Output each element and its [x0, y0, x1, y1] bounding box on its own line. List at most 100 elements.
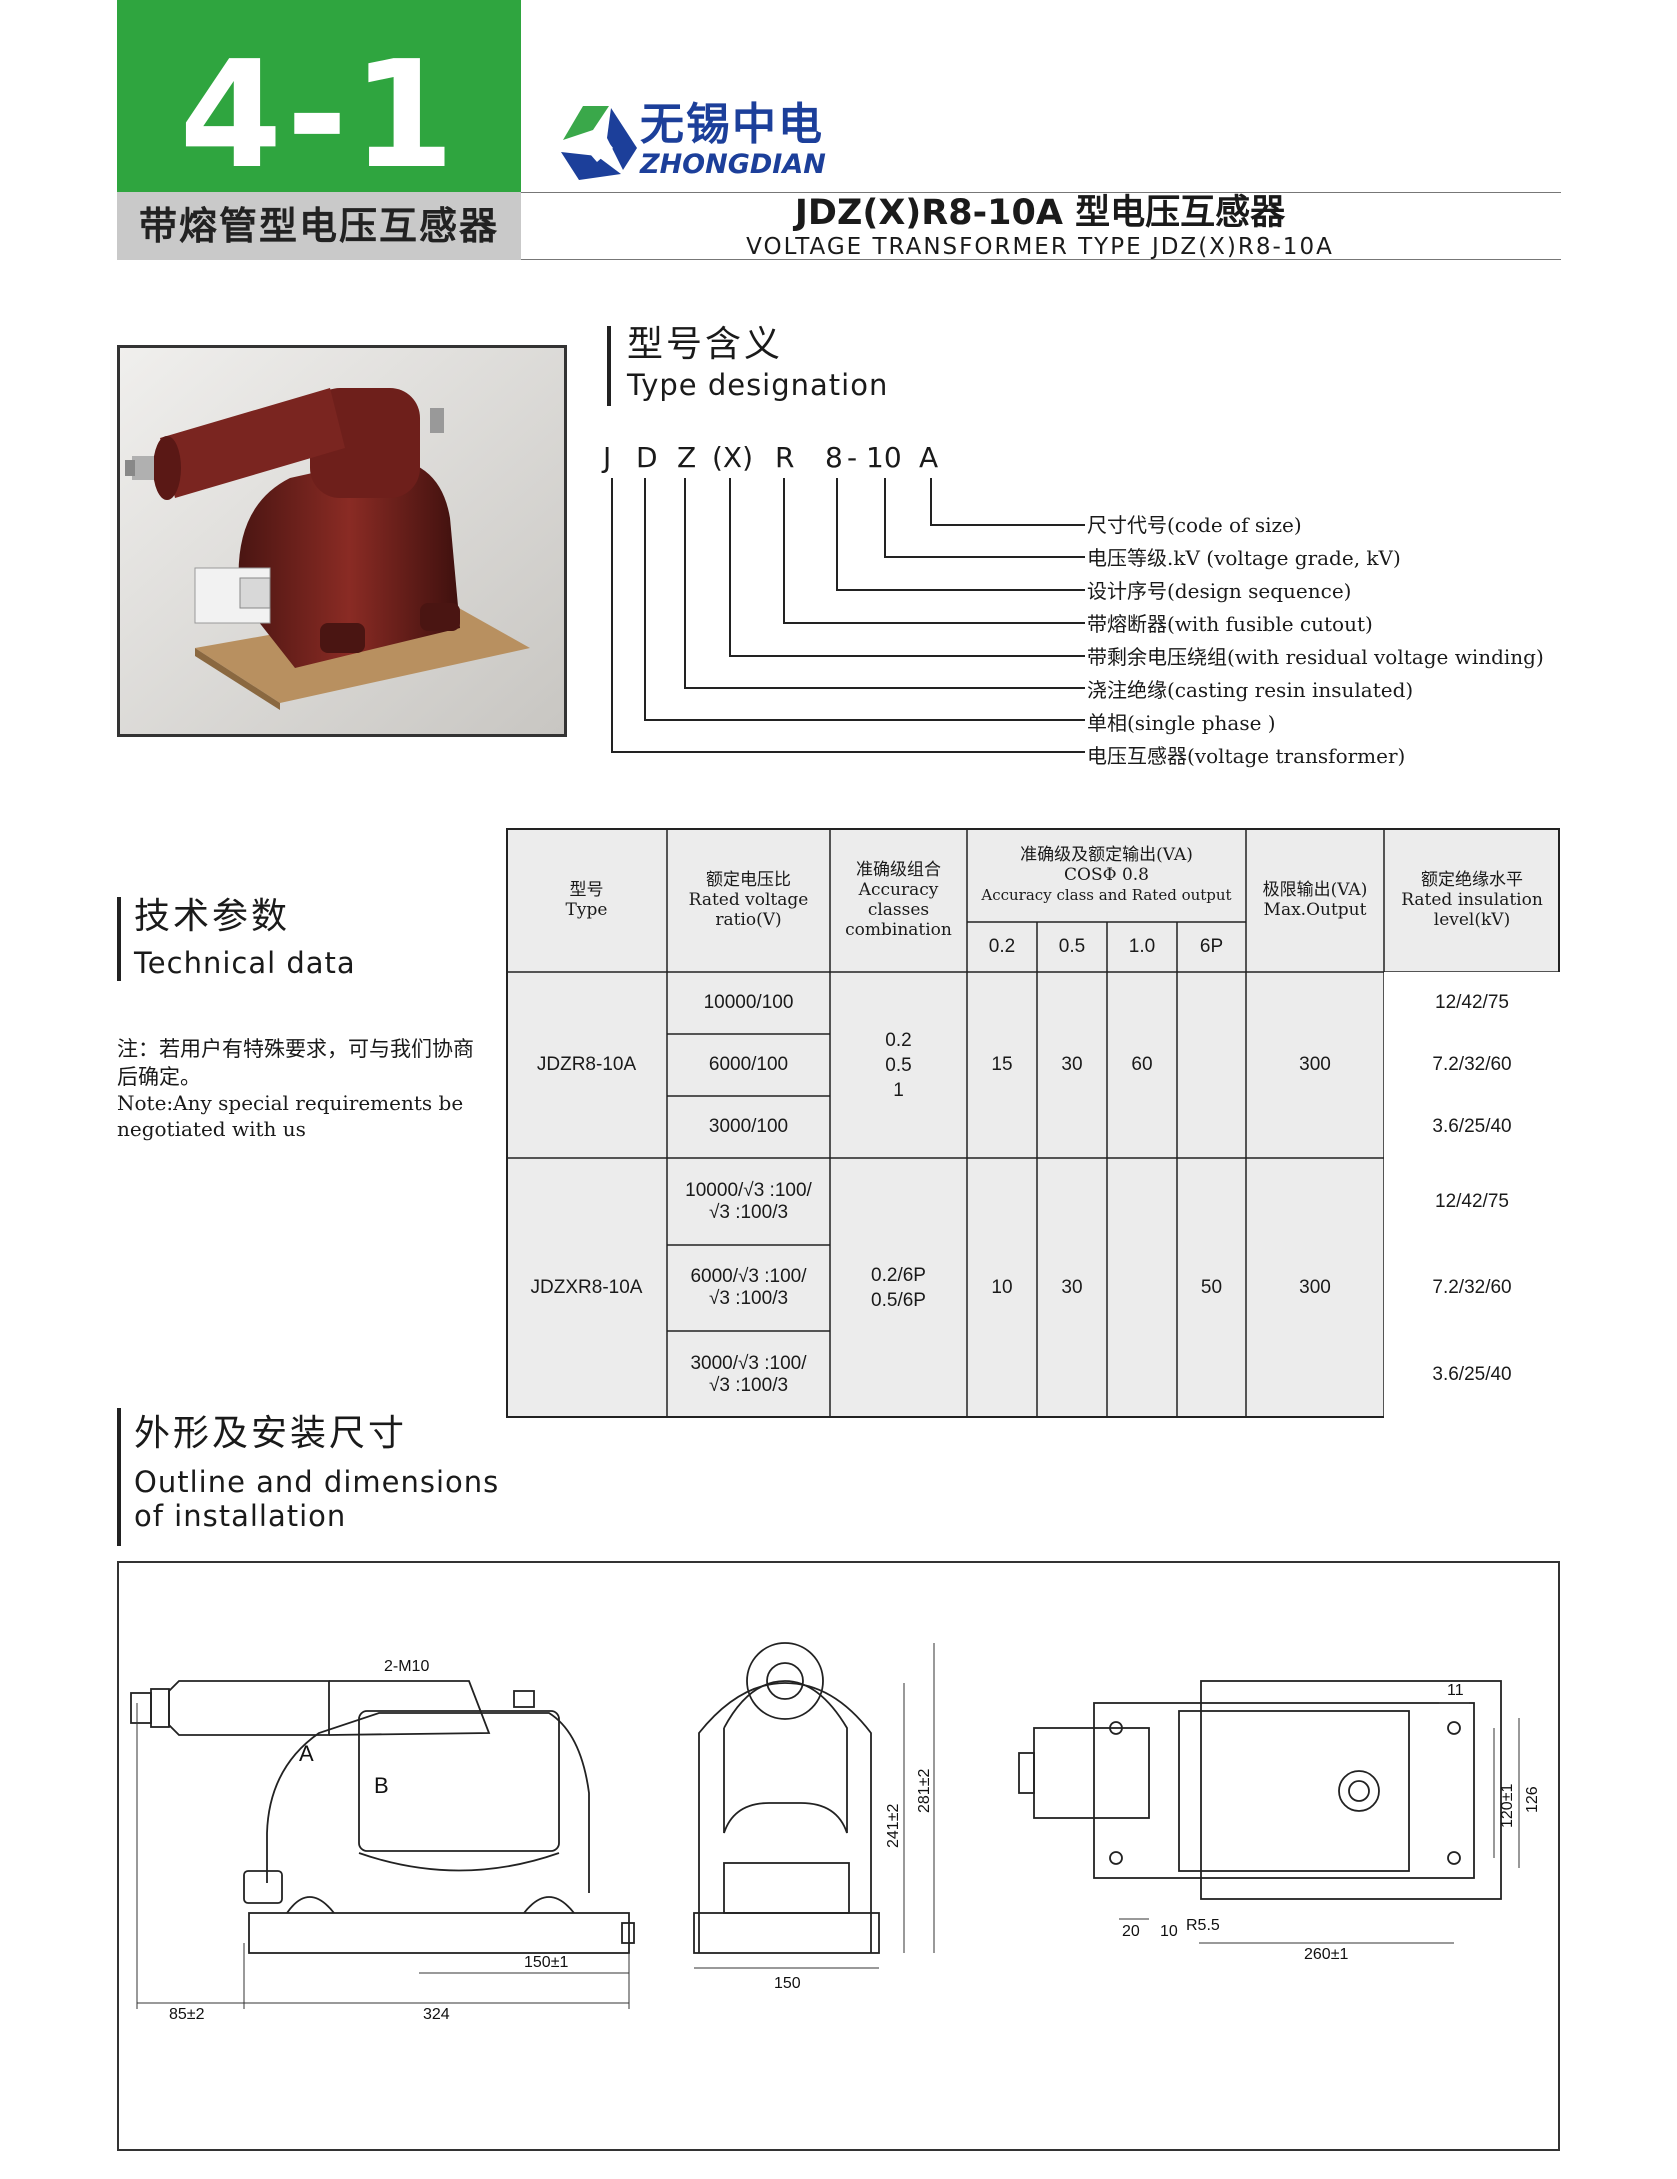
th-type-en: Type — [565, 900, 608, 920]
transformer-photo-illustration — [120, 348, 564, 734]
th-accuracy: 准确级组合 Accuracy classes combination — [830, 828, 967, 972]
note-en: Note:Any special requirements be negotia… — [117, 1091, 464, 1141]
table-cell-out-05: 30 — [1061, 1277, 1083, 1298]
th-ratio-en: Rated voltage ratio(V) — [688, 890, 809, 930]
ratio-line: √3 :100/3 — [708, 1201, 789, 1223]
outline-heading-bar — [117, 1408, 121, 1546]
section-number-block — [117, 0, 521, 192]
code-char-a: A — [919, 441, 939, 474]
table-cell-type: JDZXR8-10A — [530, 1277, 643, 1298]
code-char-10: 10 — [866, 441, 902, 474]
ratio-line: √3 :100/3 — [708, 1374, 789, 1396]
code-char-z: Z — [677, 441, 697, 474]
table-cell-max-output: 300 — [1299, 1054, 1331, 1075]
outline-heading-cn: 外形及安装尺寸 — [134, 1413, 408, 1454]
accuracy-value: 0.5/6P — [871, 1290, 926, 1311]
th-ins-cn: 额定绝缘水平 — [1421, 870, 1523, 890]
side-view-core — [358, 1710, 560, 1852]
header-rule-bottom — [521, 259, 1561, 260]
table-cell-out-05: 30 — [1061, 1054, 1083, 1075]
brand-name-cn: 无锡中电 — [640, 99, 824, 150]
table-cell-max-output: 300 — [1299, 1277, 1331, 1298]
designation-label: 电压互感器(voltage transformer) — [1087, 744, 1406, 768]
th-ratio: 额定电压比 Rated voltage ratio(V) — [667, 828, 830, 972]
code-char-x: (X) — [712, 441, 754, 474]
th-ratio-cn: 额定电压比 — [706, 870, 791, 890]
designation-label: 电压等级.kV (voltage grade, kV) — [1087, 546, 1401, 570]
dim-label-241: 241±2 — [885, 1804, 902, 1848]
dim-label-120: 120±1 — [1499, 1784, 1516, 1828]
dim-label-m10: 2-M10 — [384, 1658, 429, 1675]
table-cell-insulation: 7.2/32/60 — [1384, 1034, 1560, 1096]
code-char-dash: - — [847, 441, 858, 474]
outline-heading-en-1: Outline and dimensions — [134, 1465, 500, 1499]
product-photo — [117, 345, 567, 737]
code-char-j: J — [603, 441, 612, 474]
th-output-cos: COSΦ 0.8 — [1064, 865, 1149, 885]
table-cell-ratio: 3000/√3 :100/ √3 :100/3 — [667, 1331, 830, 1418]
th-output-cn: 准确级及额定输出(VA) — [1020, 845, 1193, 865]
header-rule-top — [521, 192, 1561, 193]
th-sub-10: 1.0 — [1128, 936, 1156, 957]
table-cell-ratio: 6000/√3 :100/ √3 :100/3 — [667, 1245, 830, 1331]
table-grid — [506, 828, 1560, 1418]
dim-label-260: 260±1 — [1304, 1946, 1348, 1963]
dim-label-r55: R5.5 — [1186, 1917, 1220, 1934]
table-cell-insulation: 3.6/25/40 — [1384, 1096, 1560, 1158]
section-name: 带熔管型电压互感器 — [138, 204, 499, 248]
designation-heading-en: Type designation — [627, 368, 889, 402]
table-cell-out-6p: 50 — [1200, 1277, 1223, 1298]
th-max-en: Max.Output — [1263, 900, 1367, 920]
table-cell-out-02: 10 — [991, 1277, 1013, 1298]
designation-label: 浇注绝缘(casting resin insulated) — [1087, 678, 1414, 702]
dimension-drawing: 2-M10 A B 85±2 324 150±1 241±2 281±2 150… — [130, 1642, 1541, 2023]
side-view-body — [266, 1712, 590, 1893]
page-title-en: VOLTAGE TRANSFORMER TYPE JDZ(X)R8-10A — [746, 234, 1334, 260]
front-view-top — [746, 1642, 824, 1720]
front-view-base — [693, 1912, 880, 1954]
th-type: 型号 Type — [506, 828, 667, 972]
table-cell-insulation: 3.6/25/40 — [1384, 1331, 1560, 1418]
th-ins-en: Rated insulation level(kV) — [1401, 890, 1543, 930]
technical-data-table: 型号 Type 额定电压比 Rated voltage ratio(V) 准确级… — [506, 828, 1560, 1418]
zhongdian-logo-icon — [561, 106, 637, 180]
table-cell-ratio: 10000/√3 :100/ √3 :100/3 — [667, 1158, 830, 1245]
ratio-line: 10000/√3 :100/ — [685, 1179, 812, 1201]
table-cell-accuracy: 0.2/6P 0.5/6P — [830, 1158, 967, 1418]
table-cell-ratio: 10000/100 — [703, 992, 794, 1013]
section-number: 4-1 — [179, 29, 459, 201]
dim-label-126: 126 — [1524, 1786, 1541, 1813]
th-accuracy-en: Accuracy classes combination — [845, 880, 952, 940]
side-view-base — [248, 1912, 630, 1954]
table-cell-accuracy: 0.2 0.5 1 — [830, 972, 967, 1158]
dimension-drawing-frame: 2-M10 A B 85±2 324 150±1 241±2 281±2 150… — [117, 1561, 1560, 2151]
technical-heading-cn: 技术参数 — [134, 896, 291, 937]
accuracy-value: 0.2 — [885, 1029, 912, 1051]
page-title-cn: JDZ(X)R8-10A 型电压互感器 — [794, 193, 1286, 233]
dim-label-11: 11 — [1447, 1682, 1464, 1699]
code-char-r: R — [775, 441, 795, 474]
th-sub-05: 0.5 — [1058, 936, 1086, 957]
th-max-cn: 极限输出(VA) — [1262, 880, 1368, 900]
th-accuracy-cn: 准确级组合 — [856, 860, 941, 880]
dim-label-281: 281±2 — [916, 1769, 933, 1813]
dim-label-10: 10 — [1160, 1923, 1178, 1940]
th-output-en: Accuracy class and Rated output — [981, 886, 1232, 904]
technical-heading-bar — [117, 897, 121, 981]
note-cn: 注：若用户有特殊要求，可与我们协商后确定。 — [117, 1037, 474, 1089]
designation-label: 单相(single phase ) — [1087, 711, 1276, 735]
designation-heading-cn: 型号含义 — [627, 324, 784, 365]
table-cell-ratio: 6000/100 — [708, 1054, 789, 1075]
designation-label: 带剩余电压绕组(with residual voltage winding) — [1087, 645, 1544, 669]
section-name-block — [117, 192, 521, 260]
table-cell-out-10: 60 — [1131, 1054, 1153, 1075]
designation-label: 带熔断器(with fusible cutout) — [1087, 612, 1373, 636]
table-cell-insulation: 12/42/75 — [1384, 1158, 1560, 1245]
dim-label-a: A — [299, 1741, 314, 1766]
outline-heading-en-2: of installation — [134, 1499, 347, 1533]
top-view-base — [1093, 1702, 1475, 1879]
th-rated-output: 准确级及额定输出(VA) COSΦ 0.8 Accuracy class and… — [967, 828, 1246, 922]
table-cell-type: JDZR8-10A — [536, 1054, 637, 1075]
accuracy-value: 0.5 — [885, 1054, 912, 1076]
dim-label-324: 324 — [423, 2006, 450, 2023]
